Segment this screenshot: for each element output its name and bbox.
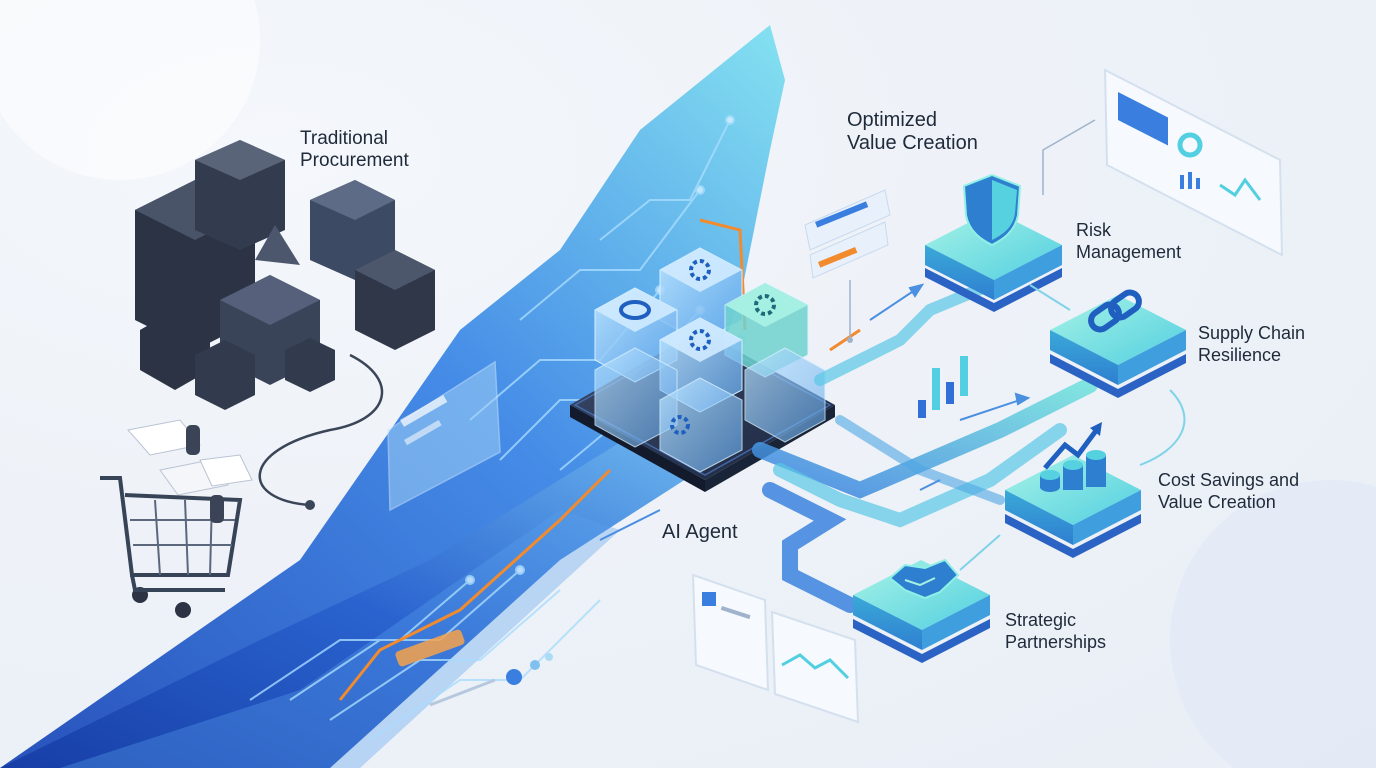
circuit-wall <box>0 25 785 768</box>
supply-chain-resilience-label: Supply Chain Resilience <box>1198 322 1305 366</box>
traditional-procurement-label: Traditional Procurement <box>300 128 409 172</box>
risk-management-line2: Management <box>1076 242 1182 262</box>
background-glow <box>0 0 260 180</box>
supply-chain-resilience-line1: Supply Chain <box>1198 323 1306 343</box>
optimized-value-creation-line1: Optimized <box>847 109 938 131</box>
risk-management-label: Risk Management <box>1076 219 1181 263</box>
optimized-value-creation-line2: Value Creation <box>847 132 978 154</box>
traditional-procurement-line1: Traditional <box>300 128 389 149</box>
traditional-procurement-line2: Procurement <box>300 150 409 171</box>
progress-dots <box>429 653 553 707</box>
dashboard-card <box>1103 68 1284 257</box>
orange-signal-block <box>395 629 465 667</box>
orange-signal-trace <box>829 328 861 352</box>
gear-cube-icon <box>594 247 826 473</box>
risk-management-platform <box>925 210 1062 312</box>
supply-chain-platform <box>1050 295 1186 398</box>
flow-paths <box>752 279 1098 613</box>
supply-chain-resilience-line2: Resilience <box>1198 345 1282 365</box>
chain-link-icon <box>1088 289 1142 333</box>
strategic-partnerships-line2: Partnerships <box>1005 632 1107 652</box>
shield-icon <box>962 173 1022 247</box>
bar-chart-mini <box>918 356 968 418</box>
dark-cube-cluster <box>135 140 435 410</box>
optimized-value-creation-label: Optimized Value Creation <box>847 109 978 155</box>
connector-line <box>1042 119 1096 195</box>
handshake-icon <box>888 558 960 600</box>
cost-savings-line2: Value Creation <box>1158 492 1276 512</box>
orange-signal-trace <box>338 468 612 701</box>
cost-savings-platform <box>1005 455 1141 558</box>
connector-node <box>305 500 315 510</box>
background-glow <box>1170 480 1376 768</box>
connector-node <box>847 337 853 343</box>
flow-arrows <box>599 283 1031 541</box>
strategic-partnerships-label: Strategic Partnerships <box>1005 609 1106 653</box>
cost-savings-label: Cost Savings and Value Creation <box>1158 469 1299 513</box>
strategic-partnerships-line1: Strategic <box>1005 610 1077 630</box>
status-bars-card <box>804 189 891 279</box>
shopping-cart-icon <box>100 419 253 618</box>
cost-savings-line1: Cost Savings and <box>1158 470 1300 490</box>
connector-line <box>258 353 384 507</box>
growth-coins-icon <box>1040 422 1106 492</box>
risk-management-line1: Risk <box>1076 220 1111 240</box>
wall-data-panel <box>387 360 501 512</box>
report-card <box>691 573 860 724</box>
ai-agent-label: AI Agent <box>662 521 738 543</box>
platform-connectors <box>959 284 1186 571</box>
